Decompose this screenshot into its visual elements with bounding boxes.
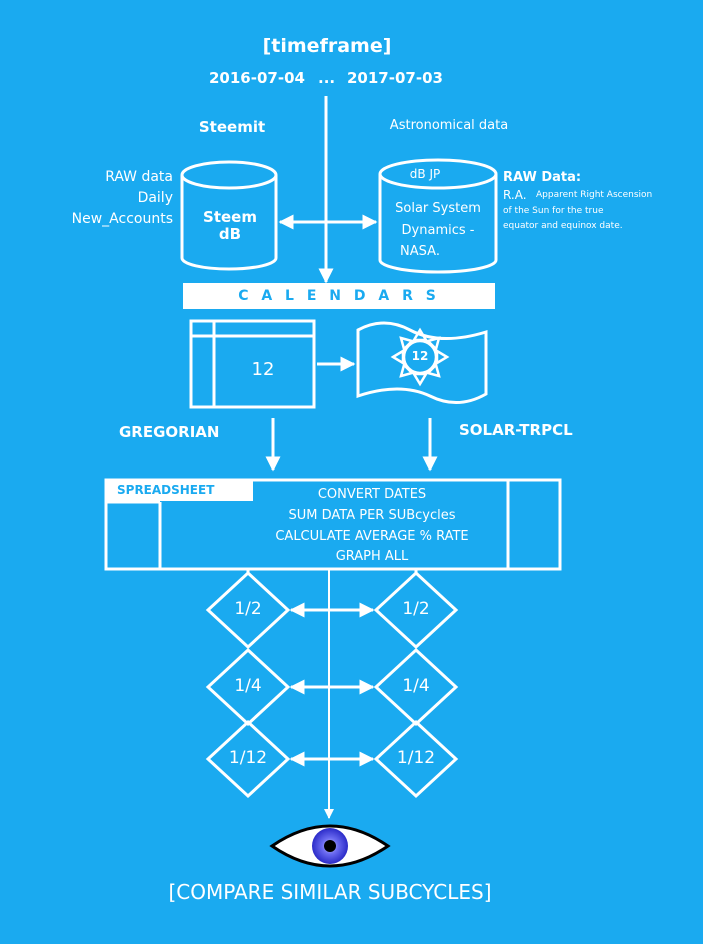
steem-db-label: Steem bbox=[203, 208, 257, 226]
diamond-connectors bbox=[246, 569, 418, 573]
subcycle-right-label: 1/2 bbox=[402, 599, 430, 619]
spreadsheet-step: CALCULATE AVERAGE % RATE bbox=[275, 529, 469, 544]
astro-raw-title: RAW Data: bbox=[503, 170, 582, 185]
spreadsheet-step: SUM DATA PER SUBcycles bbox=[288, 508, 456, 523]
spreadsheet-box bbox=[104, 478, 562, 571]
spreadsheet-tag-bg bbox=[107, 481, 253, 501]
spreadsheet-step: GRAPH ALL bbox=[335, 549, 409, 564]
sun-icon bbox=[390, 327, 450, 387]
gregorian-value: 12 bbox=[251, 359, 275, 380]
subcycle-right-label: 1/12 bbox=[396, 748, 436, 768]
footer-caption: [COMPARE SIMILAR SUBCYCLES] bbox=[168, 880, 492, 904]
astro-raw-abbr: R.A. bbox=[503, 188, 527, 202]
gregorian-label: GREGORIAN bbox=[119, 423, 220, 441]
left-diamond-twelfth bbox=[205, 719, 291, 799]
steem-db-cylinder bbox=[180, 160, 278, 271]
timeframe-label: [timeframe] bbox=[262, 35, 392, 57]
solar-value: 12 bbox=[411, 349, 429, 363]
astro-raw-line: Apparent Right Ascension bbox=[536, 190, 653, 200]
subcycle-left-label: 1/2 bbox=[234, 599, 262, 619]
db-jp-cylinder bbox=[378, 158, 498, 274]
start-date: 2016-07-04 bbox=[209, 69, 305, 87]
db-jp-tag: dB JP bbox=[409, 167, 441, 181]
left-diamond-half bbox=[205, 570, 291, 650]
calendars-bar-label: C A L E N D A R S bbox=[238, 288, 440, 304]
astro-db-line: Solar System bbox=[395, 201, 481, 216]
eye-icon bbox=[269, 824, 391, 868]
steemit-raw-line: RAW data bbox=[105, 169, 173, 185]
astro-raw-line: of the Sun for the true bbox=[503, 206, 604, 216]
astro-raw-line: equator and equinox date. bbox=[503, 221, 623, 231]
steemit-title: Steemit bbox=[198, 118, 266, 136]
astro-title: Astronomical data bbox=[389, 118, 509, 133]
subcycle-diamonds bbox=[205, 570, 459, 799]
date-separator: ... bbox=[318, 69, 336, 87]
subcycle-left-label: 1/4 bbox=[234, 676, 262, 696]
gregorian-calendar-icon bbox=[189, 319, 316, 409]
right-diamond-twelfth bbox=[373, 719, 459, 799]
steem-db-label: dB bbox=[218, 225, 242, 243]
astro-db-line: NASA. bbox=[400, 244, 440, 259]
steemit-raw-line: New_Accounts bbox=[71, 211, 173, 227]
right-diamond-half bbox=[373, 570, 459, 650]
steemit-raw-line: Daily bbox=[137, 190, 173, 206]
spreadsheet-tag: SPREADSHEET bbox=[117, 483, 215, 497]
spreadsheet-step: CONVERT DATES bbox=[317, 487, 427, 502]
calendars-bar-bg bbox=[183, 283, 495, 309]
astro-db-line: Dynamics - bbox=[401, 223, 475, 238]
subcycle-right-label: 1/4 bbox=[402, 676, 430, 696]
subcycle-left-label: 1/12 bbox=[228, 748, 268, 768]
solar-calendar-flag-icon bbox=[356, 321, 488, 404]
solar-label: SOLAR-TRPCL bbox=[459, 421, 573, 439]
end-date: 2017-07-03 bbox=[347, 69, 443, 87]
